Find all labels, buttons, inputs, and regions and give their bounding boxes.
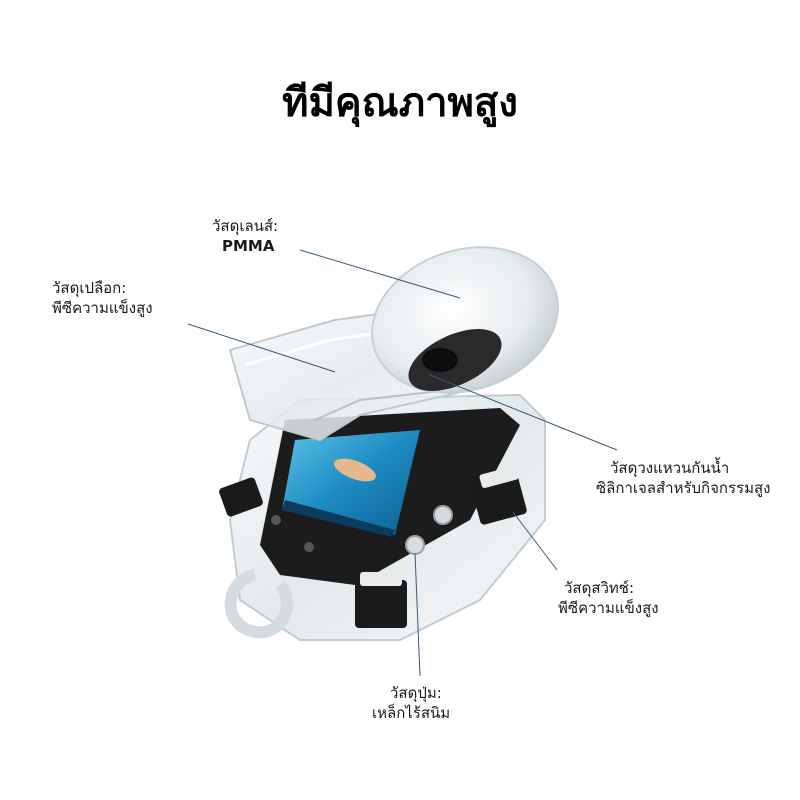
switch-clip-left [219,477,263,517]
lens-leader-line [299,249,461,299]
lens-callout-heading: วัสดุเลนส์: [212,217,279,235]
camera-body [260,408,520,585]
ring-callout-heading: วัสดุวงแหวนกันน้ำ [610,459,730,477]
shell-callout-value: พีซีความแข็งสูง [52,299,153,317]
camera-button-right [304,542,314,552]
switch-callout-heading: วัสดุสวิทช์: [564,579,635,597]
shell-callout-heading: วัสดุเปลือก: [52,279,127,297]
switch-leader-line [512,511,558,571]
button-callout-value: เหล็กไร้สนิม [372,704,451,722]
switch-callout-value: พีซีความแข็งสูง [558,599,659,617]
diver-figure [334,458,376,482]
shell-leader-line [187,323,336,373]
ring-leader-line [429,374,618,451]
page-title: ทีมีคุณภาพสูง [282,80,518,126]
camera-button-left [271,515,281,525]
lens-callout-value: PMMA [222,237,275,255]
leader-lines [187,249,618,677]
switch-clip-right [471,465,527,525]
stainless-buttons [405,505,453,555]
ring-callout-value: ซิลิกาเจลสำหรับกิจกรรมสูง [596,479,771,497]
button-callout: วัสดุปุ่ม: เหล็กไร้สนิม [372,683,450,723]
button-callout-heading: วัสดุปุ่ม: [390,684,442,702]
lens-dome [371,246,559,394]
button-leader-line [414,552,421,677]
shell-callout: วัสดุเปลือก: พีซีความแข็งสูง [52,278,153,318]
switch-callout: วัสดุสวิทช์: พีซีความแข็งสูง [558,578,659,618]
lens-callout: วัสดุเลนส์: PMMA [212,216,278,256]
switch-clip-bottom [355,572,407,628]
ring-callout: วัสดุวงแหวนกันน้ำ ซิลิกาเจลสำหรับกิจกรรม… [596,458,770,498]
